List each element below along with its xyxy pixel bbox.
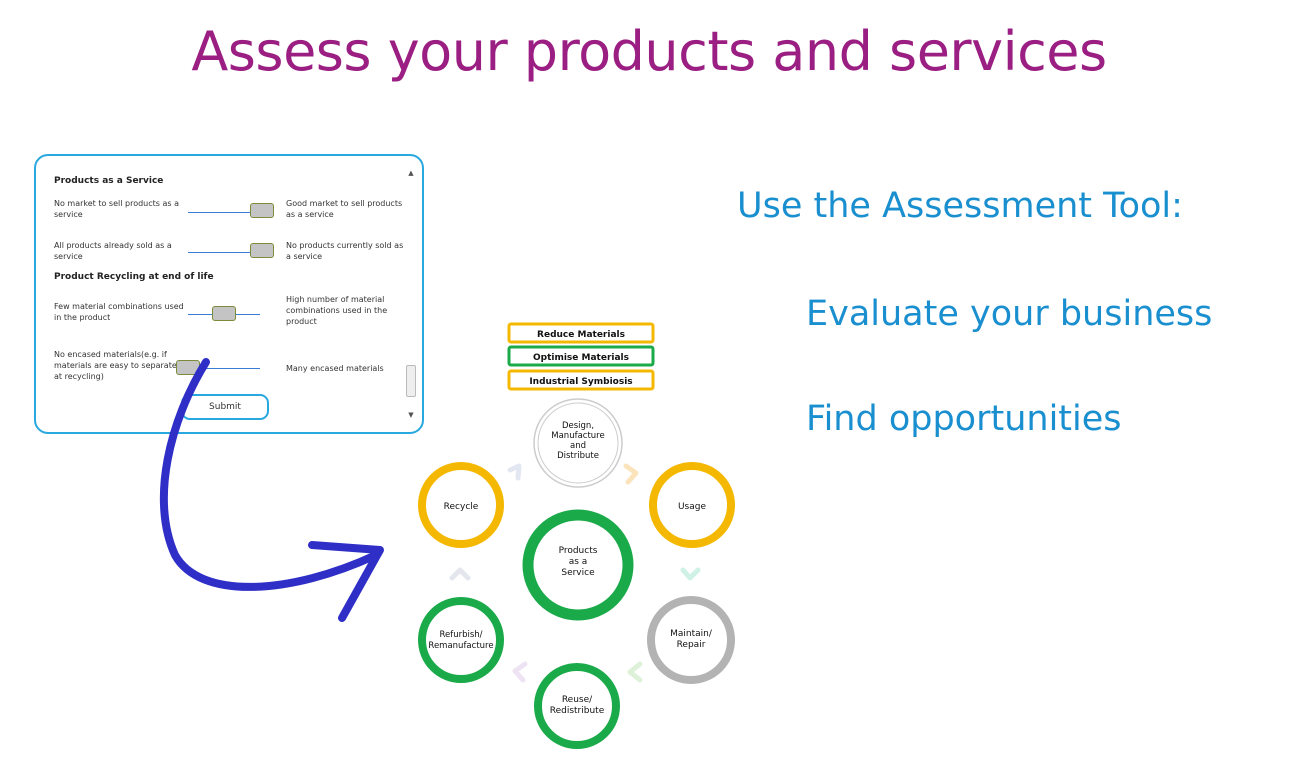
- evaluate-business-text: Evaluate your business: [806, 294, 1213, 334]
- box-reduce-materials-label: Reduce Materials: [537, 330, 625, 340]
- box-optimise-materials: [507, 345, 655, 367]
- question-left-label: No market to sell products as a service: [54, 199, 180, 219]
- scrollbar[interactable]: ▲ ▼: [406, 169, 416, 419]
- slider-thumb[interactable]: [212, 306, 236, 321]
- page-title: Assess your products and services: [191, 20, 1107, 83]
- question-left-label: No encased materials(e.g. if materials a…: [54, 350, 177, 381]
- slider-products-sold-service[interactable]: [188, 252, 274, 253]
- assessment-tool-heading: Use the Assessment Tool:: [737, 186, 1183, 226]
- node-recycle-ring: [418, 462, 504, 548]
- box-industrial-symbiosis: [507, 369, 655, 391]
- slider-thumb[interactable]: [176, 360, 200, 375]
- center-node-ring: [522, 509, 634, 621]
- strategy-boxes: Reduce Materials Optimise Materials Indu…: [507, 322, 655, 391]
- node-refurbish-ring: [418, 597, 504, 683]
- chevron-right-icon: [623, 463, 639, 485]
- chevron-left-icon: [512, 661, 528, 683]
- box-industrial-symbiosis-label: Industrial Symbiosis: [529, 377, 632, 387]
- question-left-label: Few material combinations used in the pr…: [54, 302, 184, 322]
- slider-thumb[interactable]: [250, 203, 274, 218]
- scroll-thumb[interactable]: [406, 365, 416, 397]
- node-maintain-ring: [647, 596, 735, 684]
- node-recycle-label: Recycle: [444, 502, 479, 512]
- question-right-label: High number of material combinations use…: [286, 295, 388, 326]
- chevron-up-icon: [449, 567, 471, 581]
- section-heading-product-recycling: Product Recycling at end of life: [54, 272, 214, 282]
- box-reduce-materials: [507, 322, 655, 344]
- find-opportunities-text: Find opportunities: [806, 399, 1122, 439]
- question-right-label: No products currently sold as a service: [286, 241, 404, 261]
- slider-thumb[interactable]: [250, 243, 274, 258]
- assessment-panel: Products as a Service No market to sell …: [34, 154, 424, 434]
- node-refurbish-label: Refurbish/Remanufacture: [428, 630, 493, 651]
- section-heading-products-as-service: Products as a Service: [54, 176, 164, 186]
- submit-button[interactable]: Submit: [181, 394, 269, 420]
- scroll-down-icon[interactable]: ▼: [408, 411, 414, 419]
- slider-market-service[interactable]: [188, 212, 274, 213]
- cycle-chevrons: [449, 463, 701, 683]
- question-right-label: Many encased materials: [286, 364, 384, 373]
- node-reuse-label: Reuse/Redistribute: [550, 695, 605, 716]
- assessment-form: Products as a Service No market to sell …: [36, 156, 404, 432]
- box-optimise-materials-label: Optimise Materials: [533, 353, 629, 363]
- question-left-label: All products already sold as a service: [54, 241, 172, 261]
- node-maintain-label: Maintain/Repair: [670, 629, 713, 650]
- node-usage-label: Usage: [678, 502, 707, 512]
- node-usage-ring: [649, 462, 735, 548]
- chevron-left-icon: [627, 661, 643, 683]
- hand-drawn-arrowhead: [308, 541, 384, 622]
- question-right-label: Good market to sell products as a servic…: [286, 199, 403, 219]
- node-reuse-ring: [534, 663, 620, 749]
- node-design-ring: [533, 398, 623, 488]
- chevron-down-icon: [680, 567, 701, 581]
- chevron-up-icon: [507, 463, 522, 481]
- scroll-up-icon[interactable]: ▲: [408, 169, 414, 177]
